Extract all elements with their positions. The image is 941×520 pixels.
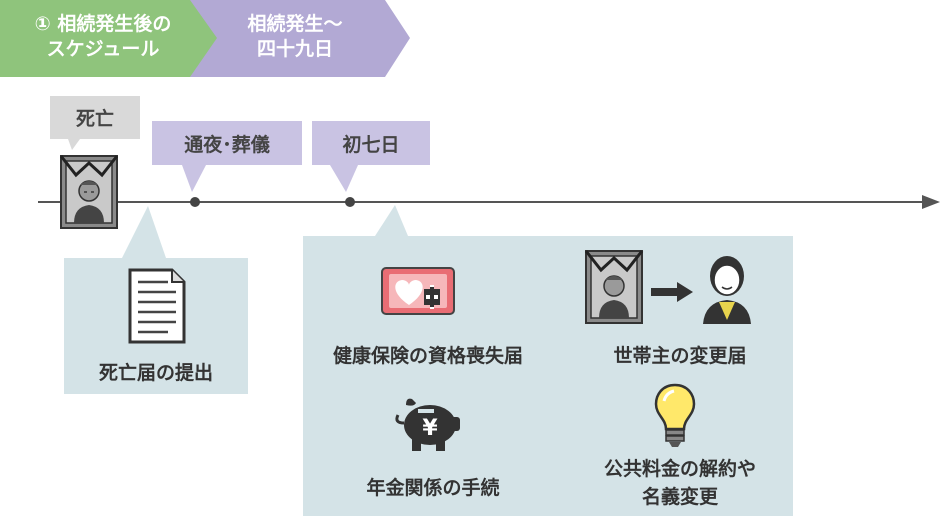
document-icon — [128, 268, 186, 344]
death-tag-pointer — [68, 139, 80, 150]
former-head-portrait-icon — [585, 250, 644, 324]
tag-first-seventh-day-label: 初七日 — [342, 133, 400, 156]
first7-dot — [345, 197, 355, 207]
pension-label: 年金関係の手続 — [366, 477, 500, 499]
procedure-box-pointer — [375, 205, 408, 236]
death-box-pointer — [122, 206, 166, 258]
death-notice-label: 死亡届の提出 — [98, 362, 213, 384]
header-steps: ① 相続発生後の スケジュール 相続発生～ 四十九日 — [0, 0, 420, 80]
memorial-portrait-icon — [60, 155, 118, 229]
utilities-label: 公共料金の解約や 名義変更 — [570, 455, 790, 511]
tag-death-label: 死亡 — [75, 108, 114, 130]
arrow-right-icon — [651, 282, 693, 302]
step2-label: 相続発生～ 四十九日 — [210, 12, 380, 62]
health-insurance-label: 健康保険の資格喪失届 — [332, 345, 523, 367]
household-head-change-icon — [585, 250, 751, 324]
household-head-label: 世帯主の変更届 — [613, 345, 747, 367]
svg-text:¥: ¥ — [422, 416, 438, 441]
tag-wake-funeral: 通夜･葬儀 — [152, 121, 302, 165]
step2-line2: 四十九日 — [256, 38, 333, 60]
tag-first-seventh-day: 初七日 — [312, 121, 430, 165]
timeline-arrowhead — [922, 195, 940, 209]
health-insurance-card-icon — [381, 267, 455, 315]
utilities-label-line2: 名義変更 — [641, 486, 718, 508]
wake-tag-pointer — [182, 165, 206, 192]
step1-chevron — [0, 0, 217, 77]
step1-label: ① 相続発生後の スケジュール — [8, 12, 198, 62]
wake-dot — [190, 197, 200, 207]
tag-death: 死亡 — [50, 96, 140, 139]
light-bulb-icon — [654, 383, 696, 447]
first7-tag-pointer — [330, 165, 358, 192]
utilities-label-line1: 公共料金の解約や — [603, 458, 756, 480]
step2-chevron — [183, 0, 410, 77]
piggy-bank-yen-icon: ¥ — [395, 398, 460, 451]
step1-line1: ① 相続発生後の — [34, 13, 172, 35]
step1-line2: スケジュール — [46, 38, 160, 60]
step2-line1: 相続発生～ — [247, 13, 343, 35]
new-head-person-icon — [703, 256, 751, 324]
tag-wake-funeral-label: 通夜･葬儀 — [184, 133, 270, 156]
step-chevrons — [0, 0, 410, 77]
